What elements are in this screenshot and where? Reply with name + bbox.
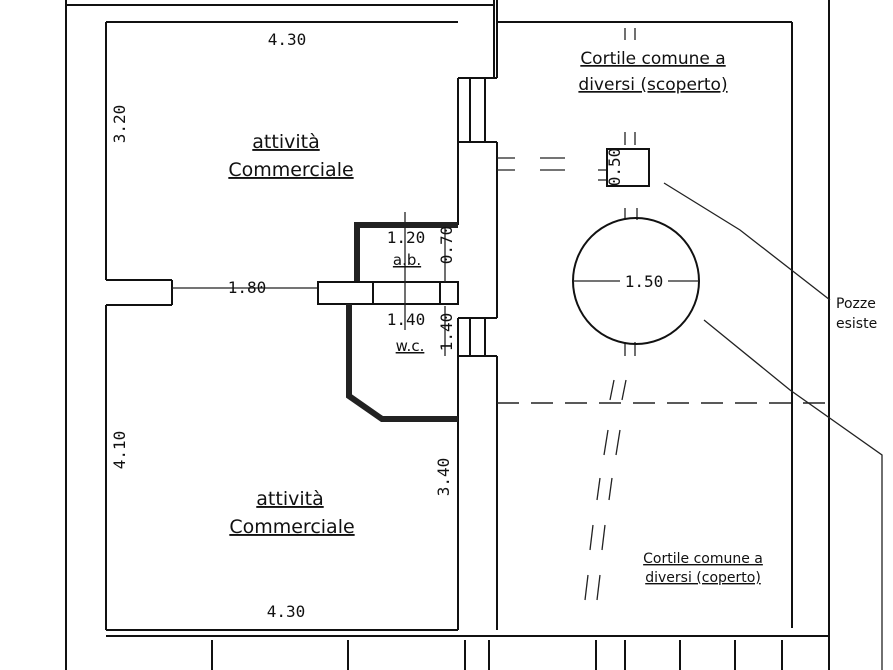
courtyard-covered-label-1: Cortile comune a [643,551,763,567]
leader-line-box [663,182,831,301]
dim-wc-width: 1.40 [387,310,426,329]
well-label-1: Pozze [836,296,876,312]
bathroom-wc-label: w.c. [396,337,425,355]
dim-small-box: 0.50 [605,148,624,187]
bottom-room-label-2: Commerciale [229,516,354,538]
courtyard-features [497,28,829,601]
bottom-stubs [106,635,829,670]
top-room-label-2: Commerciale [228,159,353,181]
dim-corridor: 1.80 [228,278,267,297]
courtyard-covered-label-2: diversi (coperto) [645,570,761,586]
well-label-2: esiste [836,316,877,332]
dim-ab-height: 0.70 [437,226,456,265]
dim-top-width: 4.30 [268,30,307,49]
dim-ab-width: 1.20 [387,228,426,247]
dim-bottom-width: 4.30 [267,602,306,621]
bathroom-walls [317,212,459,422]
courtyard-uncovered-label-1: Cortile comune a [580,49,725,69]
bathroom-ab-label: a.b. [393,251,421,269]
courtyard-uncovered-label-2: diversi (scoperto) [578,75,727,95]
dim-top-height: 3.20 [110,105,129,144]
leader-line-circle [703,319,883,670]
dim-bottom-height: 4.10 [110,431,129,470]
well-box [606,148,650,187]
bottom-room-label-1: attività [256,488,323,510]
top-room-label-1: attività [252,131,319,153]
outer-walls [65,0,830,670]
dim-wc-height: 1.40 [437,313,456,352]
top-room-walls [105,21,458,631]
dim-bottom-right-height: 3.40 [434,458,453,497]
dim-circle: 1.50 [625,272,664,291]
